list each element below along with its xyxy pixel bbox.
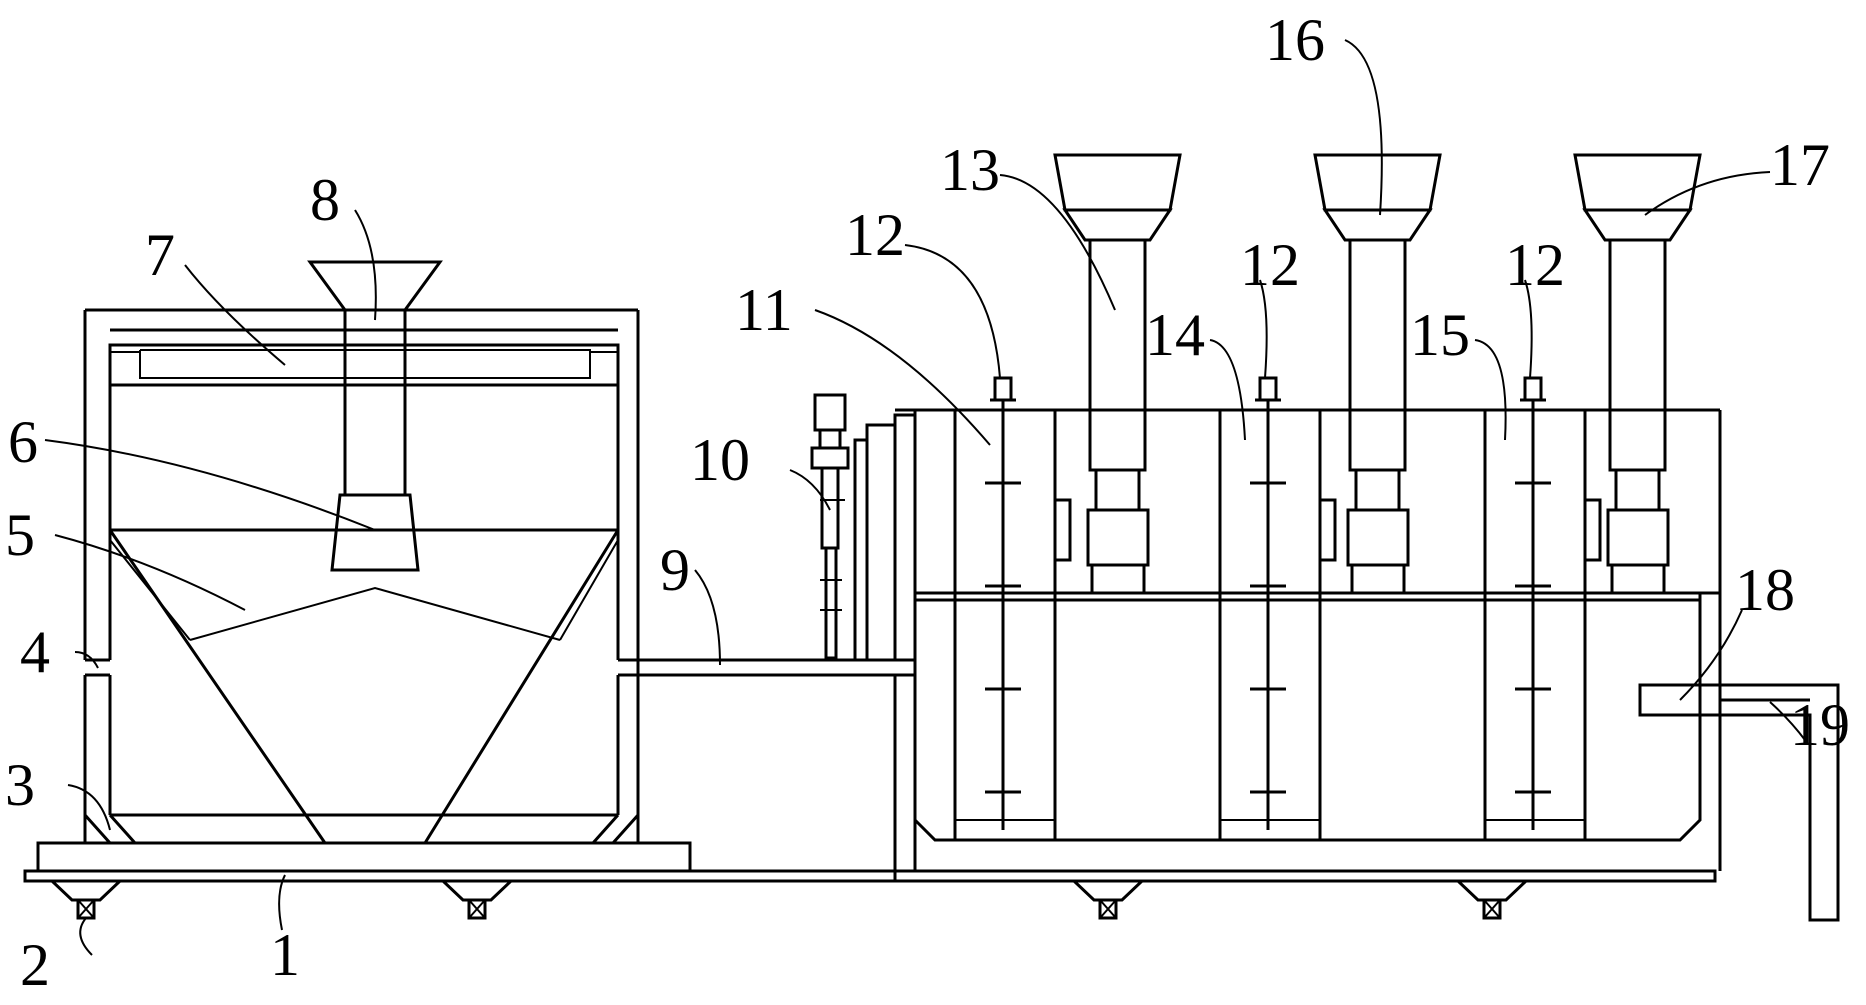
- outlet-pipe: [1638, 683, 1840, 922]
- foot-4: [1456, 879, 1528, 920]
- drive-motor: [810, 393, 917, 662]
- label-8: 8: [310, 167, 340, 233]
- connecting-duct: [638, 658, 915, 871]
- leader-lines: [44, 39, 1806, 956]
- agitators: [985, 376, 1551, 830]
- label-4: 4: [20, 619, 50, 685]
- label-14: 14: [1145, 302, 1205, 368]
- feed-funnels: [1053, 153, 1702, 595]
- part-labels: 2 1 3 4 5 6 7 8 9 10 11 12 13 14 12 16 1…: [5, 7, 1850, 998]
- label-11: 11: [735, 277, 793, 343]
- label-13: 13: [940, 137, 1000, 203]
- hopper-frame: [36, 260, 692, 873]
- foot-1: [50, 879, 122, 920]
- funnel-2: [1313, 153, 1442, 595]
- foot-2: [441, 879, 513, 920]
- agitator-1: [985, 376, 1021, 830]
- label-3: 3: [5, 752, 35, 818]
- label-6: 6: [8, 409, 38, 475]
- funnel-3: [1573, 153, 1702, 595]
- label-15: 15: [1410, 302, 1470, 368]
- label-12-second: 12: [1240, 232, 1300, 298]
- label-7: 7: [145, 222, 175, 288]
- label-5: 5: [5, 502, 35, 568]
- label-16: 16: [1265, 7, 1325, 73]
- foot-3: [1072, 879, 1144, 920]
- support-feet: [50, 879, 1528, 920]
- label-1: 1: [270, 922, 300, 988]
- label-17: 17: [1770, 132, 1830, 198]
- mixing-tank: [895, 408, 1722, 871]
- agitator-3: [1515, 376, 1551, 830]
- label-9: 9: [660, 537, 690, 603]
- label-12-third: 12: [1505, 232, 1565, 298]
- label-12-first: 12: [845, 202, 905, 268]
- agitator-2: [1250, 376, 1286, 830]
- label-2: 2: [20, 932, 50, 998]
- funnel-1: [1053, 153, 1182, 595]
- base-frame: [23, 869, 1717, 883]
- label-18: 18: [1735, 557, 1795, 623]
- label-19: 19: [1790, 692, 1850, 758]
- label-10: 10: [690, 427, 750, 493]
